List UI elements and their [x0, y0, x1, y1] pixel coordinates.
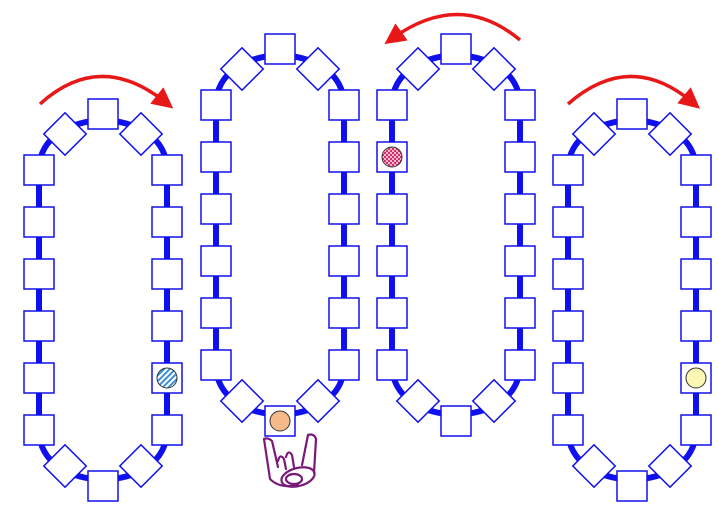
- cell-right: [152, 259, 182, 289]
- cell-bottom-left: [221, 380, 263, 422]
- cell-left: [24, 311, 54, 341]
- token-checkered: [382, 147, 402, 167]
- cell-left: [553, 155, 583, 185]
- token-solid: [686, 368, 706, 388]
- cell-left: [201, 298, 231, 328]
- cell-right: [152, 311, 182, 341]
- cell-top: [265, 34, 295, 64]
- cell-right: [505, 142, 535, 172]
- cell-top-left: [397, 48, 439, 90]
- cell-left: [24, 207, 54, 237]
- cell-bottom: [617, 471, 647, 501]
- token-diagonal-stripes: [157, 368, 177, 388]
- cell-left: [377, 298, 407, 328]
- cell-right: [681, 155, 711, 185]
- track-1: [24, 76, 182, 501]
- track-4: [553, 76, 711, 501]
- cell-left: [553, 363, 583, 393]
- cell-right: [329, 142, 359, 172]
- cell-left: [553, 311, 583, 341]
- cell-left: [201, 90, 231, 120]
- token-solid: [270, 411, 290, 431]
- cell-left: [377, 194, 407, 224]
- cell-bottom-right: [297, 380, 339, 422]
- cell-right: [329, 246, 359, 276]
- cell-right: [505, 350, 535, 380]
- cell-right: [329, 90, 359, 120]
- cell-right: [681, 207, 711, 237]
- cell-left: [553, 415, 583, 445]
- cell-right: [505, 298, 535, 328]
- cell-top-left: [44, 113, 86, 155]
- cell-right: [681, 311, 711, 341]
- cell-left: [553, 259, 583, 289]
- cell-right: [681, 259, 711, 289]
- cell-top-right: [649, 113, 691, 155]
- track-loop: [392, 56, 520, 415]
- cell-left: [377, 350, 407, 380]
- cell-left: [201, 142, 231, 172]
- cell-left: [553, 207, 583, 237]
- track-2: [201, 34, 359, 490]
- cell-bottom-left: [397, 380, 439, 422]
- cell-top: [441, 34, 471, 64]
- cell-top-left: [221, 48, 263, 90]
- cell-right: [329, 194, 359, 224]
- cell-left: [201, 246, 231, 276]
- cell-bottom-left: [573, 445, 615, 487]
- cell-left: [377, 246, 407, 276]
- cell-top-right: [120, 113, 162, 155]
- cell-top-right: [473, 48, 515, 90]
- track-loop: [568, 121, 696, 480]
- cell-right: [505, 194, 535, 224]
- cell-right: [152, 155, 182, 185]
- cell-bottom-right: [120, 445, 162, 487]
- cell-left: [24, 363, 54, 393]
- cell-left: [201, 194, 231, 224]
- cell-right: [329, 350, 359, 380]
- cell-right: [152, 207, 182, 237]
- cell-right: [505, 246, 535, 276]
- cell-left: [24, 155, 54, 185]
- cell-right: [505, 90, 535, 120]
- hand-icon: [264, 435, 317, 491]
- cell-left: [24, 259, 54, 289]
- track-3: [377, 14, 535, 436]
- cell-top: [617, 99, 647, 129]
- track-loop: [216, 56, 344, 415]
- cell-right: [681, 415, 711, 445]
- cell-bottom-left: [44, 445, 86, 487]
- cell-bottom: [88, 471, 118, 501]
- cell-top-right: [297, 48, 339, 90]
- cell-right: [152, 415, 182, 445]
- cell-bottom-right: [649, 445, 691, 487]
- cell-bottom: [441, 406, 471, 436]
- cell-bottom-right: [473, 380, 515, 422]
- cell-top-left: [573, 113, 615, 155]
- cell-left: [377, 90, 407, 120]
- cell-right: [329, 298, 359, 328]
- track-loop: [39, 121, 167, 480]
- cell-left: [201, 350, 231, 380]
- cell-left: [24, 415, 54, 445]
- cell-top: [88, 99, 118, 129]
